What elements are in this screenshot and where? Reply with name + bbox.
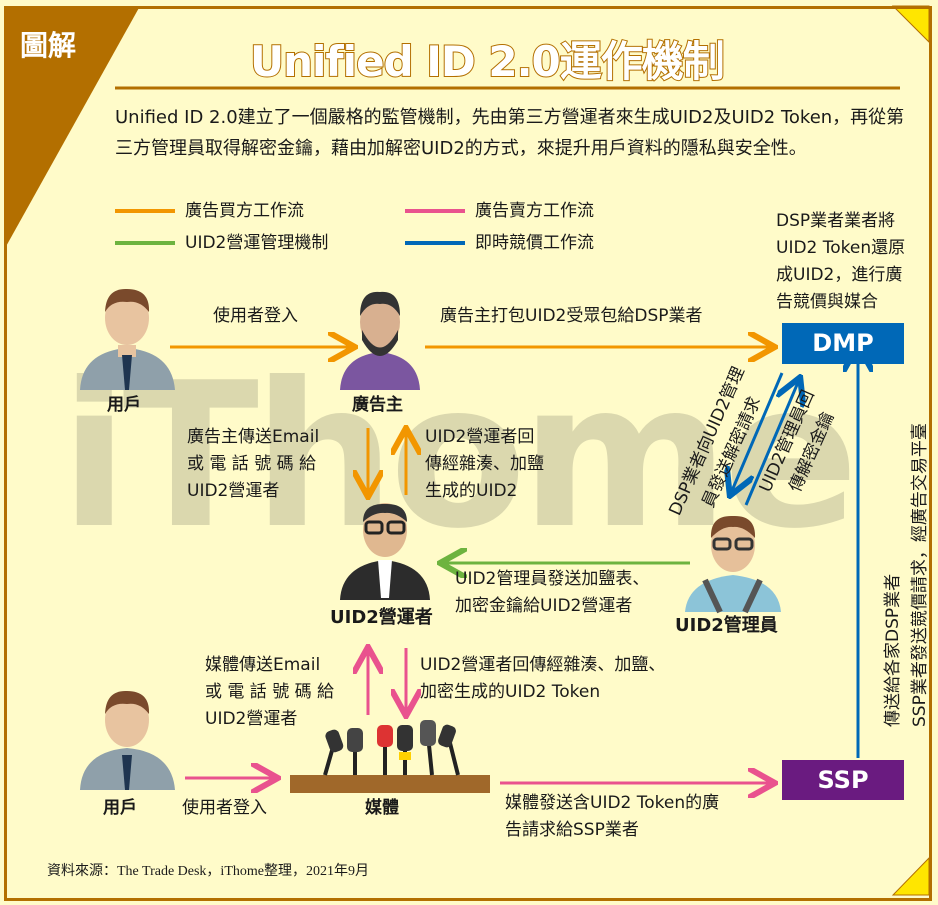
user1-avatar xyxy=(80,288,175,390)
legend-uid2: UID2營運管理機制 xyxy=(185,233,329,253)
line: 生成的UID2 xyxy=(425,481,518,501)
login1-label: 使用者登入 xyxy=(213,306,298,326)
op-return-label: UID2營運者回傳經雜湊、加鹽生成的UID2 xyxy=(425,424,544,505)
dmp-box: DMP xyxy=(782,323,904,364)
media-microphones-icon xyxy=(290,720,490,793)
line: 傳經雜湊、加鹽 xyxy=(425,454,544,474)
line: UID2營運者 xyxy=(205,709,298,729)
op-return2-label: UID2營運者回傳經雜湊、加鹽、加密生成的UID2 Token xyxy=(420,652,665,706)
line: 加密金鑰給UID2營運者 xyxy=(455,596,633,616)
frame xyxy=(4,6,932,901)
line: UID2營運者回傳經雜湊、加鹽、 xyxy=(420,655,666,675)
advertiser-avatar xyxy=(340,291,420,390)
line: UID2營運者回 xyxy=(425,427,535,447)
line: 加密生成的UID2 Token xyxy=(420,682,601,702)
login2-label: 使用者登入 xyxy=(182,798,267,818)
line: 媒體傳送Email xyxy=(205,655,321,675)
source-note: 資料來源：The Trade Desk，iThome整理，2021年9月 xyxy=(47,864,369,879)
line: 或 電 話 號 碼 給 xyxy=(205,682,335,702)
user2-label: 用戶 xyxy=(103,798,137,818)
page-title: Unified ID 2.0運作機制 xyxy=(249,36,726,87)
user1-label: 用戶 xyxy=(107,395,141,415)
line: SSP業者發送競價請求，經廣告交易平臺 xyxy=(910,423,930,727)
line: 告請求給SSP業者 xyxy=(505,820,639,840)
adv-send-label: 廣告主傳送Email 或 電 話 號 碼 給 UID2營運者 xyxy=(187,424,319,505)
arrow-admin-ret xyxy=(744,380,799,506)
corner-badge-bg xyxy=(4,6,140,250)
legend-rtb: 即時競價工作流 xyxy=(475,233,594,253)
ssp-box: SSP xyxy=(782,760,904,800)
admin-label: UID2管理員 xyxy=(675,615,778,636)
legend-buy: 廣告買方工作流 xyxy=(185,201,304,221)
operator-label: UID2營運者 xyxy=(330,607,433,628)
dsp-note-line: DSP業者業者將 xyxy=(776,211,896,231)
dsp-note-line: 告競價與媒合 xyxy=(776,292,878,312)
media-send-label: 媒體傳送Email 或 電 話 號 碼 給 UID2營運者 xyxy=(205,652,334,733)
ssp-req-label: 傳送給各家DSP業者 SSP業者發送競價請求，經廣告交易平臺 xyxy=(880,387,934,727)
media-label: 媒體 xyxy=(365,798,399,818)
line: 廣告主傳送Email xyxy=(187,427,320,447)
legend-sell: 廣告賣方工作流 xyxy=(475,201,594,221)
line: 或 電 話 號 碼 給 xyxy=(187,454,317,474)
admin-send-label: UID2管理員發送加鹽表、加密金鑰給UID2營運者 xyxy=(455,566,649,620)
badge: 圖解 xyxy=(20,29,77,62)
admin-avatar xyxy=(685,515,781,614)
dsp-note-line: UID2 Token還原 xyxy=(776,238,906,258)
dsp-note-line: 成UID2，進行廣 xyxy=(776,265,903,285)
media-req-label: 媒體發送含UID2 Token的廣告請求給SSP業者 xyxy=(505,790,719,844)
line: 媒體發送含UID2 Token的廣 xyxy=(505,793,720,813)
user2-avatar xyxy=(80,690,175,790)
intro-text: Unified ID 2.0建立了一個嚴格的監管機制，先由第三方營運者來生成UI… xyxy=(115,107,905,159)
line: UID2營運者 xyxy=(187,481,280,501)
arrow-dsp-req xyxy=(731,372,784,493)
advertiser-label: 廣告主 xyxy=(352,395,403,415)
line: 傳送給各家DSP業者 xyxy=(883,573,903,727)
pack-label: 廣告主打包UID2受眾包給DSP業者 xyxy=(440,306,703,326)
operator-avatar xyxy=(340,503,430,600)
dsp-note: DSP業者業者將 UID2 Token還原 成UID2，進行廣 告競價與媒合 xyxy=(776,208,905,316)
line: UID2管理員發送加鹽表、 xyxy=(455,569,650,589)
